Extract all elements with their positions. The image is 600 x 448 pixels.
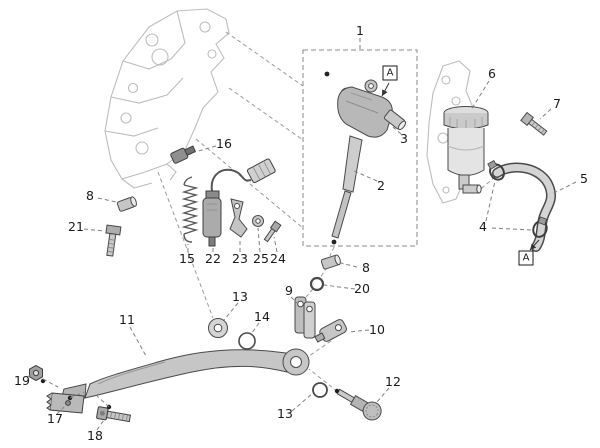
hose-connector-3 xyxy=(383,109,407,131)
bolt-24 xyxy=(263,220,282,243)
master-cylinder xyxy=(324,71,407,245)
part-label-15: 15 xyxy=(179,250,195,266)
clamp-4-lower xyxy=(532,216,548,238)
part-label-14: 14 xyxy=(254,308,270,324)
bolt-18 xyxy=(96,406,132,423)
part-label-16: 16 xyxy=(216,135,232,151)
part-label-9: 9 xyxy=(285,282,293,298)
pin-12 xyxy=(336,388,382,421)
clevis-10 xyxy=(314,319,347,343)
part-label-6: 6 xyxy=(488,65,496,81)
oring-20 xyxy=(309,276,325,292)
part-label-1: 1 xyxy=(356,22,364,38)
screw-7 xyxy=(520,111,548,136)
nut-19 xyxy=(29,364,43,382)
detail-ref-a-bottom: A xyxy=(518,250,534,266)
leader-lines xyxy=(26,38,577,431)
ring-14 xyxy=(238,332,256,350)
part-label-13-bottom: 13 xyxy=(277,405,293,421)
construction-lines xyxy=(157,31,496,319)
part-label-20: 20 xyxy=(354,280,370,296)
part-label-3: 3 xyxy=(400,130,408,146)
switch-22 xyxy=(202,158,276,247)
part-label-11: 11 xyxy=(119,311,135,327)
part-label-8-center: 8 xyxy=(362,259,370,275)
part-label-24: 24 xyxy=(270,250,286,266)
oring-13-bottom xyxy=(312,382,328,398)
part-label-12: 12 xyxy=(385,373,401,389)
part-label-4: 4 xyxy=(479,218,487,234)
reservoir-6 xyxy=(443,106,489,194)
part-label-8-left: 8 xyxy=(86,187,94,203)
part-label-19: 19 xyxy=(14,372,30,388)
washer-25 xyxy=(252,215,264,227)
spring-15 xyxy=(181,176,199,243)
part-label-13-top: 13 xyxy=(232,288,248,304)
part-label-18: 18 xyxy=(87,427,103,443)
bushing-8-left xyxy=(116,196,137,212)
part-label-21: 21 xyxy=(68,218,84,234)
bushing-8-center xyxy=(320,254,341,270)
frame-bracket-ghost xyxy=(104,8,230,189)
clamp-4-upper xyxy=(487,159,505,181)
part-label-22: 22 xyxy=(205,250,221,266)
bolt-21 xyxy=(105,224,122,257)
detail-ref-a-top: A xyxy=(382,65,398,81)
part-label-10: 10 xyxy=(369,321,385,337)
pushrod-sleeve-2 xyxy=(342,135,363,193)
connector-22 xyxy=(246,158,276,184)
part-label-25: 25 xyxy=(253,250,269,266)
part-label-2: 2 xyxy=(377,177,385,193)
part-label-7: 7 xyxy=(553,95,561,111)
sensor-16 xyxy=(170,145,197,164)
detail-arrows xyxy=(381,82,540,251)
toe-peg-17 xyxy=(46,392,85,414)
clevis-9 xyxy=(294,296,316,339)
part-label-5: 5 xyxy=(580,170,588,186)
pushrod-2 xyxy=(331,190,352,239)
washer-13-top xyxy=(208,318,228,338)
bracket-23 xyxy=(229,198,248,238)
part-label-23: 23 xyxy=(232,250,248,266)
hose-5 xyxy=(492,162,556,252)
brake-pedal-11 xyxy=(59,348,310,404)
part-label-17: 17 xyxy=(47,410,63,426)
